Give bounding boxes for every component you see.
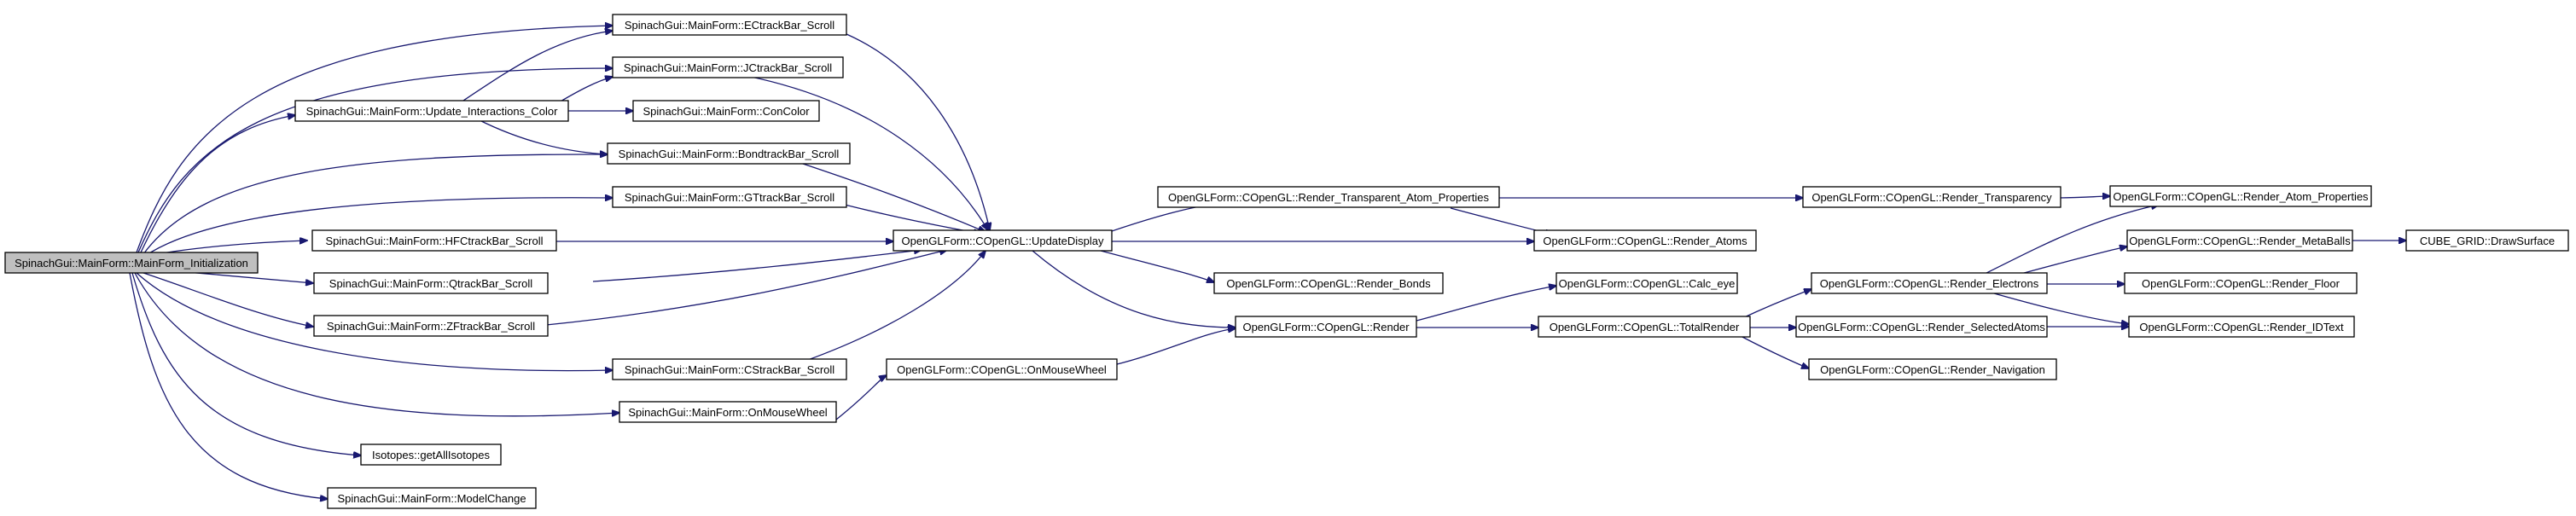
node-zftrackbar-scroll[interactable]: SpinachGui::MainForm::ZFtrackBar_Scroll [313,315,549,337]
node-render-electrons[interactable]: OpenGLForm::COpenGL::Render_Electrons [1811,272,2048,294]
node-label: OpenGLForm::COpenGL::Render_MetaBalls [2129,235,2351,247]
node-label: CUBE_GRID::DrawSurface [2420,235,2555,247]
node-totalrender[interactable]: OpenGLForm::COpenGL::TotalRender [1538,316,1751,338]
edge-bondtrack-updatedisplay [797,161,986,232]
node-bondtrackbar-scroll[interactable]: SpinachGui::MainForm::BondtrackBar_Scrol… [607,142,851,165]
edge-init-bondtrack [142,154,608,255]
node-jctrackbar-scroll[interactable]: SpinachGui::MainForm::JCtrackBar_Scroll [612,56,844,78]
node-label: OpenGLForm::COpenGL::Calc_eye [1559,277,1736,290]
node-updatedisplay[interactable]: OpenGLForm::COpenGL::UpdateDisplay [893,229,1113,252]
edge-update-inter-ectrack [460,31,613,103]
edge-init-zftrack [137,270,313,327]
node-label: SpinachGui::MainForm::ModelChange [337,492,526,505]
edge-init-update-inter [140,115,295,253]
node-label: SpinachGui::MainForm::MainForm_Initializ… [15,257,248,270]
node-label: OpenGLForm::COpenGL::Render_IDText [2139,321,2344,333]
node-label: OpenGLForm::COpenGL::TotalRender [1550,321,1740,333]
node-render-metaballs[interactable]: OpenGLForm::COpenGL::Render_MetaBalls [2126,229,2353,252]
node-label: SpinachGui::MainForm::ConColor [643,105,810,118]
node-label: SpinachGui::MainForm::BondtrackBar_Scrol… [619,148,840,160]
node-onmousewheel-mainform[interactable]: SpinachGui::MainForm::OnMouseWheel [619,401,837,423]
node-render-transparency[interactable]: OpenGLForm::COpenGL::Render_Transparency [1802,186,2061,208]
node-update-interactions-color[interactable]: SpinachGui::MainForm::Update_Interaction… [294,100,569,122]
node-ectrackbar-scroll[interactable]: SpinachGui::MainForm::ECtrackBar_Scroll [612,14,847,36]
edge-render-calceye [1416,286,1556,322]
edge-update-inter-bondtrack [477,119,608,154]
edge-init-ectrack [136,26,613,253]
node-label: SpinachGui::MainForm::OnMouseWheel [628,406,827,419]
node-label: OpenGLForm::COpenGL::Render_Transparent_… [1168,191,1489,204]
node-label: OpenGLForm::COpenGL::Render [1242,321,1410,333]
node-render-transparent-atom-properties[interactable]: OpenGLForm::COpenGL::Render_Transparent_… [1157,186,1500,208]
node-label: SpinachGui::MainForm::ZFtrackBar_Scroll [327,320,535,333]
node-label: OpenGLForm::COpenGL::Render_Navigation [1820,363,2045,376]
edge-jctrack-updatedisplay [750,76,988,230]
node-render-selectedatoms[interactable]: OpenGLForm::COpenGL::Render_SelectedAtom… [1795,316,2048,338]
node-concolor[interactable]: SpinachGui::MainForm::ConColor [632,100,820,122]
edges [129,26,2406,499]
edge-totalrender-electrons [1740,289,1811,320]
node-label: SpinachGui::MainForm::QtrackBar_Scroll [329,277,533,290]
node-render-navigation[interactable]: OpenGLForm::COpenGL::Render_Navigation [1808,358,2057,380]
node-render-atom-properties[interactable]: OpenGLForm::COpenGL::Render_Atom_Propert… [2109,185,2372,207]
node-render-bonds[interactable]: OpenGLForm::COpenGL::Render_Bonds [1213,272,1444,294]
node-label: Isotopes::getAllIsotopes [372,449,491,461]
edge-init-gtrack [144,198,613,257]
node-mainform-initialization[interactable]: SpinachGui::MainForm::MainForm_Initializ… [4,252,259,274]
node-label: OpenGLForm::COpenGL::Render_Floor [2142,277,2340,290]
node-render-atoms[interactable]: OpenGLForm::COpenGL::Render_Atoms [1533,229,1757,252]
node-label: SpinachGui::MainForm::GTtrackBar_Scroll [625,191,834,204]
node-render[interactable]: OpenGLForm::COpenGL::Render [1235,316,1417,338]
node-qtrackbar-scroll[interactable]: SpinachGui::MainForm::QtrackBar_Scroll [313,272,549,294]
node-label: OpenGLForm::COpenGL::Render_SelectedAtom… [1798,321,2045,333]
node-cube-grid-drawsurface[interactable]: CUBE_GRID::DrawSurface [2405,229,2569,252]
node-label: SpinachGui::MainForm::Update_Interaction… [306,105,558,118]
nodes: SpinachGui::MainForm::MainForm_Initializ… [4,14,2569,509]
edge-qtrack-updatedisplay [592,250,922,282]
edge-cstrack-updatedisplay [793,251,986,366]
node-render-floor[interactable]: OpenGLForm::COpenGL::Render_Floor [2124,272,2358,294]
node-hfctrackbar-scroll[interactable]: SpinachGui::MainForm::HFCtrackBar_Scroll [311,229,557,252]
node-label: OpenGLForm::COpenGL::Render_Bonds [1226,277,1431,290]
node-label: SpinachGui::MainForm::HFCtrackBar_Scroll [325,235,543,247]
edge-electrons-atomprops [1979,205,2159,277]
edge-gtrack-updatedisplay [844,204,981,234]
node-modelchange[interactable]: SpinachGui::MainForm::ModelChange [327,487,537,509]
node-cstrackbar-scroll[interactable]: SpinachGui::MainForm::CStrackBar_Scroll [612,358,847,380]
node-label: OpenGLForm::COpenGL::OnMouseWheel [897,363,1107,376]
node-render-idtext[interactable]: OpenGLForm::COpenGL::Render_IDText [2128,316,2355,338]
node-label: SpinachGui::MainForm::JCtrackBar_Scroll [624,61,832,74]
edge-onmousewheel-gl-render [1113,328,1236,366]
node-calc-eye[interactable]: OpenGLForm::COpenGL::Calc_eye [1555,272,1738,294]
edge-init-jctrack [137,68,613,253]
edge-updatedisplay-render [1032,250,1236,328]
edge-ectrack-updatedisplay [840,31,990,230]
node-label: OpenGLForm::COpenGL::Render_Atoms [1543,235,1747,247]
edge-zftrack-updatedisplay [545,250,947,326]
node-label: OpenGLForm::COpenGL::Render_Electrons [1820,277,2039,290]
edge-onmousewheel-main-gl [835,375,887,420]
edge-init-modelchange [129,272,328,499]
node-onmousewheel-opengl[interactable]: OpenGLForm::COpenGL::OnMouseWheel [886,358,1118,380]
node-label: SpinachGui::MainForm::ECtrackBar_Scroll [625,19,834,32]
edge-transparency-atomprops [2056,196,2110,198]
node-gttrackbar-scroll[interactable]: SpinachGui::MainForm::GTtrackBar_Scroll [612,186,847,208]
node-isotopes-getallisotopes[interactable]: Isotopes::getAllIsotopes [360,444,502,466]
node-label: OpenGLForm::COpenGL::Render_Transparency [1811,191,2052,204]
edge-init-isotopes [131,272,361,455]
edge-init-onmousewheel-main [134,272,619,416]
edge-updatedisplay-bonds [1100,250,1214,282]
edge-init-cstrack [136,272,613,371]
edge-electrons-idtext [1987,291,2129,324]
edge-totalrender-navigation [1740,335,1809,368]
node-label: OpenGLForm::COpenGL::Render_Atom_Propert… [2113,190,2369,203]
node-label: SpinachGui::MainForm::CStrackBar_Scroll [625,363,834,376]
node-label: OpenGLForm::COpenGL::UpdateDisplay [902,235,1104,247]
